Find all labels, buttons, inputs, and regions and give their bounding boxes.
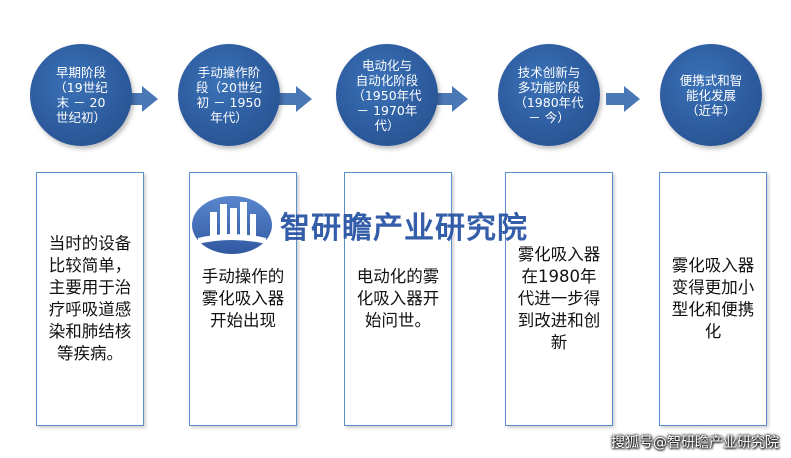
stage-label: 便携式和智 能化发展 （近年） xyxy=(679,72,743,118)
stage-description: 手动操作的 雾化吸入器 开始出现 xyxy=(201,267,285,330)
stage-circle-1: 早期阶段 （19世纪 末 － 20 世纪初） xyxy=(30,44,132,146)
arrow-4-icon xyxy=(606,86,640,112)
stage-description: 雾化吸入器 在1980年 代进一步得 到改进和创 新 xyxy=(517,245,601,352)
stage-circle-5: 便携式和智 能化发展 （近年） xyxy=(660,44,762,146)
stage-description-box-5: 雾化吸入器 变得更加小 型化和便携 化 xyxy=(659,172,767,426)
stage-label: 电动化与 自动化阶段 （1950年代 － 1970年 代） xyxy=(352,57,422,133)
stage-description-box-2: 手动操作的 雾化吸入器 开始出现 xyxy=(189,172,297,426)
arrow-1-icon xyxy=(124,86,158,112)
stage-label: 技术创新与 多功能阶段 （1980年代 － 今） xyxy=(514,65,584,125)
stage-circle-3: 电动化与 自动化阶段 （1950年代 － 1970年 代） xyxy=(336,44,438,146)
stage-description-box-4: 雾化吸入器 在1980年 代进一步得 到改进和创 新 xyxy=(505,172,613,426)
arrow-3-icon xyxy=(434,86,468,112)
source-credit: 搜狐号@智研瞻产业研究院 xyxy=(611,435,779,451)
stage-description: 当时的设备 比较简单， 主要用于治 疗呼吸道感 染和肺结核 等疾病。 xyxy=(48,234,132,363)
stage-label: 手动操作阶 段（20世纪 初 － 1950 年代） xyxy=(196,65,262,125)
arrow-2-icon xyxy=(278,86,312,112)
stage-description-box-3: 电动化的雾 化吸入器开 始问世。 xyxy=(344,172,452,426)
stage-circle-2: 手动操作阶 段（20世纪 初 － 1950 年代） xyxy=(178,44,280,146)
stage-label: 早期阶段 （19世纪 末 － 20 世纪初） xyxy=(54,65,108,125)
stage-description: 电动化的雾 化吸入器开 始问世。 xyxy=(356,267,440,330)
stage-circle-4: 技术创新与 多功能阶段 （1980年代 － 今） xyxy=(498,44,600,146)
stage-description-box-1: 当时的设备 比较简单， 主要用于治 疗呼吸道感 染和肺结核 等疾病。 xyxy=(36,172,144,426)
stage-description: 雾化吸入器 变得更加小 型化和便携 化 xyxy=(671,256,755,341)
